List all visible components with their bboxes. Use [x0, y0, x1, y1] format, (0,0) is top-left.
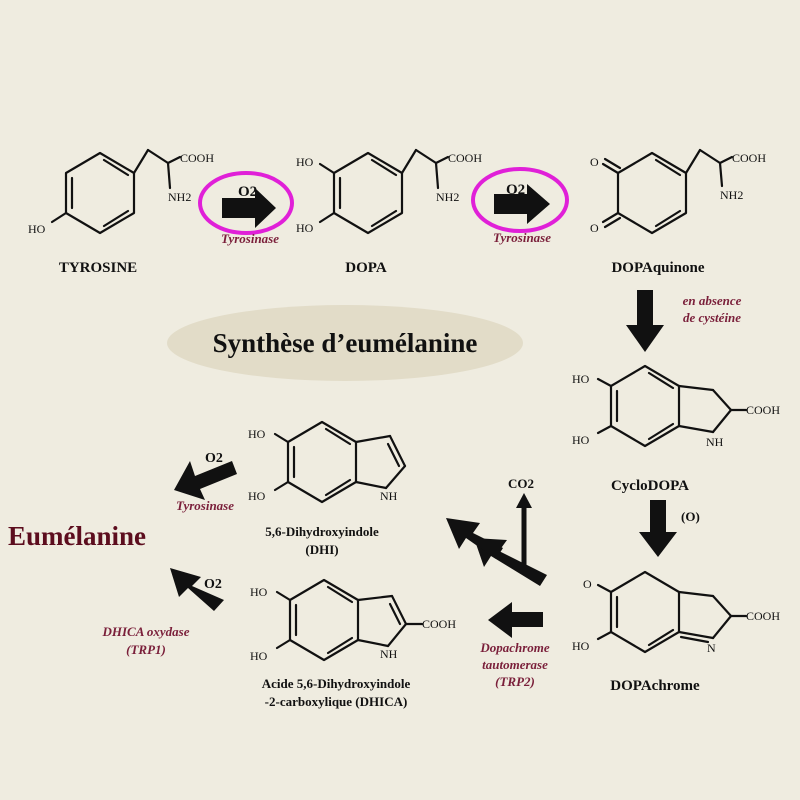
dopachrome-cooh-label: COOH — [746, 609, 780, 623]
step6-enzyme-line2: tautomerase — [482, 657, 548, 672]
dopachrome-structure — [596, 570, 748, 654]
dopachrome-o-label: O — [583, 577, 592, 591]
diagram-title: Synthèse d’eumélanine — [213, 328, 478, 358]
tyrosine-structure — [50, 148, 182, 235]
step4-reagent: (O) — [681, 509, 700, 524]
step8-enzyme-line2: (TRP1) — [126, 642, 166, 657]
step3-note-line1: en absence — [683, 293, 742, 308]
arrow-step3 — [626, 290, 664, 352]
tyrosine-nh2-label: NH2 — [168, 190, 191, 204]
dopa-cooh-label: COOH — [448, 151, 482, 165]
dhica-ho1-label: HO — [250, 585, 268, 599]
dopachrome-ho-label: HO — [572, 639, 590, 653]
highlight-circle-step1 — [198, 171, 294, 235]
dhi-name-line1: 5,6-Dihydroxyindole — [265, 524, 379, 539]
cyclodopa-name: CycloDOPA — [611, 478, 689, 494]
cyclodopa-nh-label: NH — [706, 435, 724, 449]
arrow-step7 — [174, 461, 237, 500]
dopa-structure — [318, 148, 450, 235]
dhi-nh-label: NH — [380, 489, 398, 503]
step1-reagent: O2 — [238, 184, 257, 200]
dopaquinone-nh2-label: NH2 — [720, 188, 743, 202]
cyclodopa-ho1-label: HO — [572, 372, 590, 386]
arrow-step6 — [488, 602, 543, 638]
dhica-cooh-label: COOH — [422, 617, 456, 631]
cyclodopa-structure — [596, 364, 748, 448]
product-name: Eumélanine — [8, 521, 146, 551]
step5-byproduct: CO2 — [508, 476, 534, 491]
step3-note-line2: de cystéine — [683, 310, 741, 325]
step8-reagent: O2 — [204, 577, 222, 592]
dopaquinone-o1-label: O — [590, 155, 599, 169]
arrow-step1 — [222, 188, 276, 228]
dhica-structure — [275, 578, 424, 662]
step7-enzyme: Tyrosinase — [176, 498, 234, 513]
tyrosine-name: TYROSINE — [59, 260, 137, 276]
step6-enzyme-line3: (TRP2) — [495, 674, 535, 689]
dopa-name: DOPA — [345, 260, 387, 276]
arrow-step5-co2-head — [516, 493, 532, 508]
dopaquinone-name: DOPAquinone — [611, 260, 704, 276]
dhica-name-line1: Acide 5,6-Dihydroxyindole — [262, 676, 411, 691]
arrow-step5-upper — [446, 518, 503, 559]
dhi-structure — [273, 420, 407, 504]
cyclodopa-cooh-label: COOH — [746, 403, 780, 417]
dhi-ho1-label: HO — [248, 427, 266, 441]
dhica-nh-label: NH — [380, 647, 398, 661]
dopaquinone-structure — [601, 148, 734, 235]
step8-enzyme-line1: DHICA oxydase — [101, 624, 189, 639]
dhica-ho2-label: HO — [250, 649, 268, 663]
tyrosine-ho-label: HO — [28, 222, 46, 236]
dopa-nh2-label: NH2 — [436, 190, 459, 204]
dopaquinone-o2-label: O — [590, 221, 599, 235]
dhi-name-line2: (DHI) — [305, 542, 338, 557]
cyclodopa-ho2-label: HO — [572, 433, 590, 447]
arrow-step2 — [494, 184, 550, 224]
dopaquinone-cooh-label: COOH — [732, 151, 766, 165]
step2-reagent: O2 — [506, 182, 525, 198]
arrow-step4 — [639, 500, 677, 557]
dopachrome-name: DOPAchrome — [610, 678, 700, 694]
step1-enzyme: Tyrosinase — [221, 231, 279, 246]
step2-enzyme: Tyrosinase — [493, 230, 551, 245]
tyrosine-cooh-label: COOH — [180, 151, 214, 165]
dopachrome-n-label: N — [707, 641, 716, 655]
dhi-ho2-label: HO — [248, 489, 266, 503]
arrow-step8 — [170, 568, 224, 611]
step7-reagent: O2 — [205, 451, 223, 466]
dopa-ho2-label: HO — [296, 221, 314, 235]
step6-enzyme-line1: Dopachrome — [479, 640, 550, 655]
dhica-name-line2: -2-carboxylique (DHICA) — [265, 694, 408, 709]
title-ellipse — [167, 305, 523, 381]
dopa-ho1-label: HO — [296, 155, 314, 169]
highlight-circle-step2 — [471, 167, 569, 233]
